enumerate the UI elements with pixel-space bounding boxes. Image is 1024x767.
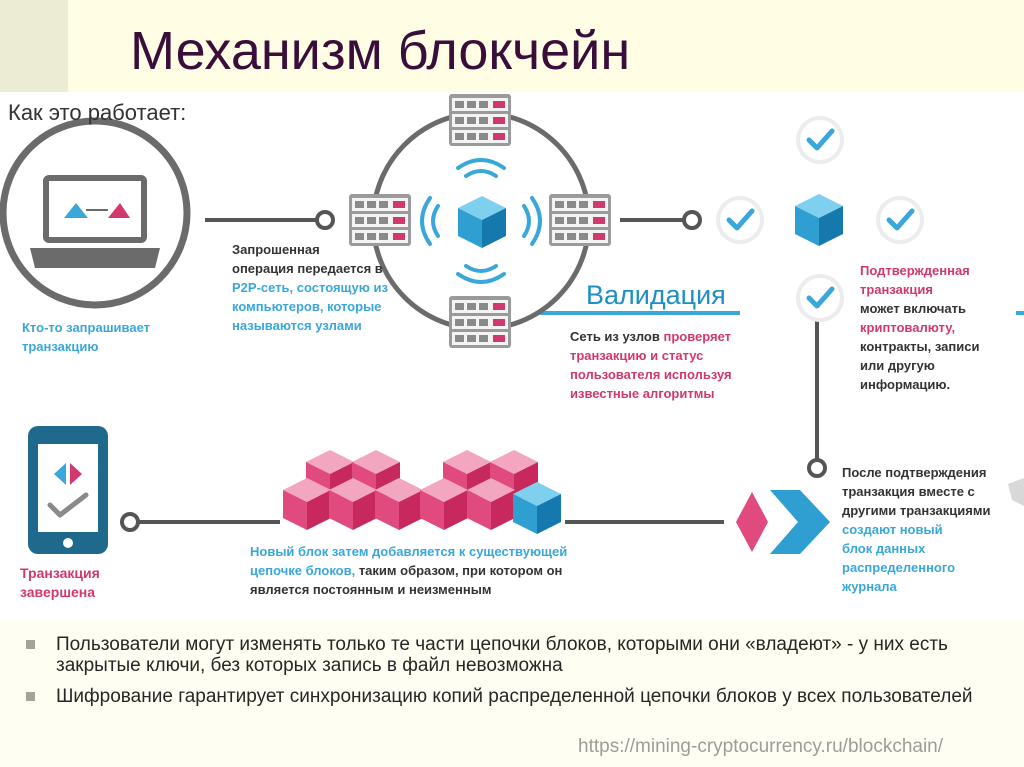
server-icon — [449, 296, 511, 348]
p2p-network — [349, 94, 611, 348]
new-block-caption: После подтверждения транзакция вместе с … — [842, 465, 991, 594]
complete-caption: Транзакция завершена — [20, 565, 100, 600]
cube-icon — [458, 196, 506, 248]
checkmark-icon — [716, 196, 764, 244]
slide-title: Механизм блокчейн — [130, 21, 631, 81]
connector-lines — [120, 210, 1024, 532]
request-caption: Кто-то запрашивает транзакцию — [22, 320, 150, 354]
phone-icon — [28, 426, 108, 554]
laptop-icon — [0, 117, 191, 309]
server-icon — [349, 194, 411, 246]
source-link[interactable]: https://mining-cryptocurrency.ru/blockch… — [578, 736, 944, 757]
block-chain — [283, 450, 561, 534]
checkmark-icon — [796, 116, 844, 164]
list-item: Пользователи могут изменять только те ча… — [26, 634, 1016, 676]
bullet-list: Пользователи могут изменять только те ча… — [26, 634, 1016, 717]
server-icon — [549, 194, 611, 246]
checkmark-icon — [876, 196, 924, 244]
validation-caption: Сеть из узлов проверяет транзакцию и ста… — [570, 329, 732, 401]
chain-caption: Новый блок затем добавляется к существую… — [250, 544, 568, 597]
list-item: Шифрование гарантирует синхронизацию коп… — [26, 686, 1016, 707]
validation-heading: Валидация — [586, 280, 726, 310]
section-heading: Как это работает: — [8, 100, 187, 125]
cube-icon — [795, 194, 843, 246]
bullet-marker — [26, 692, 35, 701]
server-icon — [449, 94, 511, 146]
chevron-icon — [736, 478, 1024, 554]
title-band — [0, 0, 1024, 92]
wifi-signal-icon — [420, 158, 542, 284]
broadcast-caption: Запрошенная операция передается в P2P-се… — [232, 242, 388, 333]
bullet-marker — [26, 640, 35, 649]
title-accent — [0, 0, 68, 92]
verified-caption: Подтвержденная транзакция может включать… — [860, 263, 980, 392]
checkmark-icon — [796, 274, 844, 322]
